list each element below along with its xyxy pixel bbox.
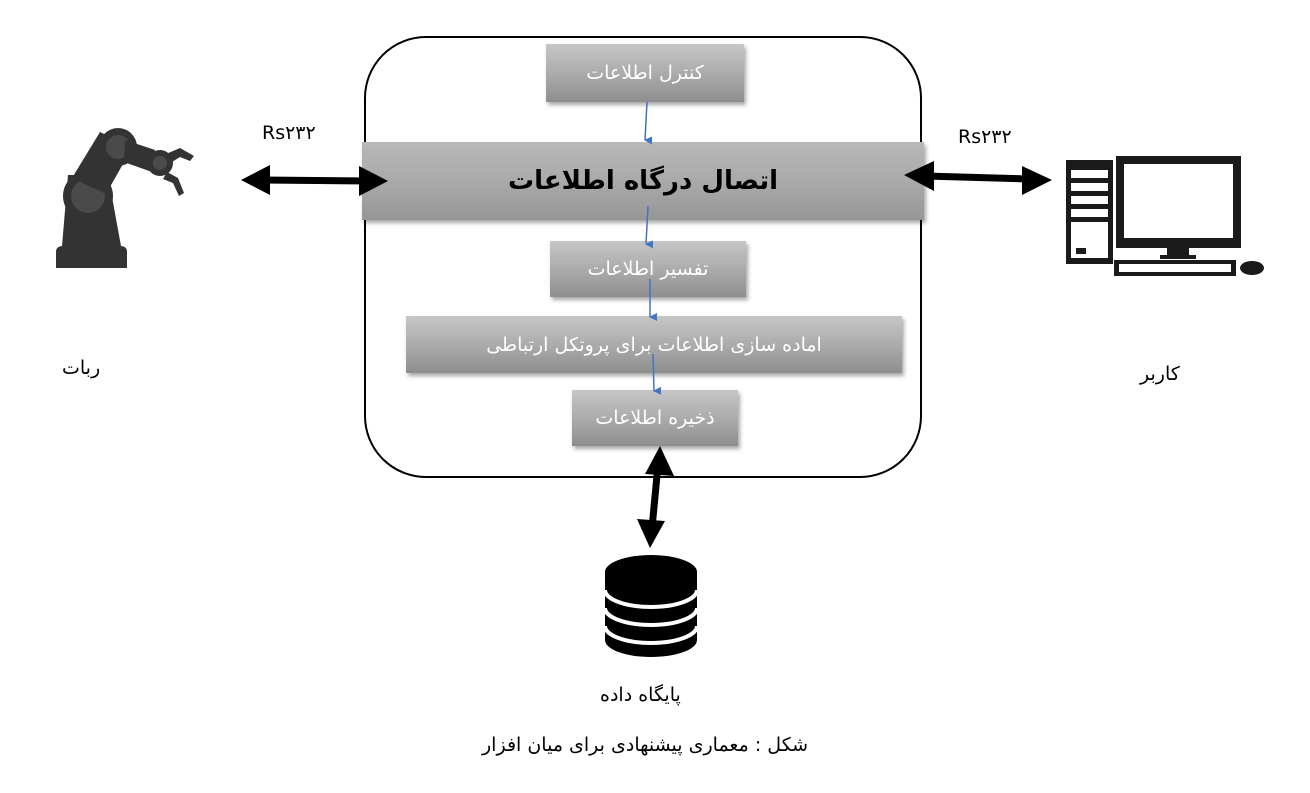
- robot-label: ربات: [62, 357, 101, 379]
- control-label: کنترل اطلاعات: [586, 62, 704, 84]
- gateway-box: اتصال درگاه اطلاعات: [362, 142, 924, 220]
- flow-arrow-gateway-interpret: [645, 205, 654, 249]
- right-link-arrow: [904, 161, 1052, 195]
- bottom-link-arrow: [637, 446, 674, 548]
- flow-arrow-prepare-store: [652, 353, 662, 395]
- flow-arrows: [644, 101, 662, 395]
- interpret-label: تفسیر اطلاعات: [587, 258, 709, 280]
- prepare-label: اماده سازی اطلاعات برای پروتکل ارتباطی: [486, 333, 822, 356]
- interpret-box: تفسیر اطلاعات: [550, 241, 746, 297]
- left-link-label: Rs۲۳۲: [262, 122, 316, 144]
- user-label: کاربر: [1140, 363, 1180, 385]
- flow-arrow-control-gateway: [644, 101, 653, 145]
- robot-arm-icon: [56, 128, 194, 268]
- gateway-label: اتصال درگاه اطلاعات: [507, 166, 779, 196]
- store-box: ذخیره اطلاعات: [572, 390, 738, 446]
- desktop-computer-icon: [1066, 156, 1264, 276]
- store-label: ذخیره اطلاعات: [595, 407, 715, 429]
- figure-caption: شکل : معماری پیشنهادی برای میان افزار: [482, 734, 809, 756]
- database-label: پایگاه داده: [600, 684, 681, 706]
- right-link-label: Rs۲۳۲: [958, 126, 1012, 148]
- left-link-arrow: [241, 165, 388, 196]
- control-box: کنترل اطلاعات: [546, 44, 744, 102]
- database-icon: [603, 555, 699, 657]
